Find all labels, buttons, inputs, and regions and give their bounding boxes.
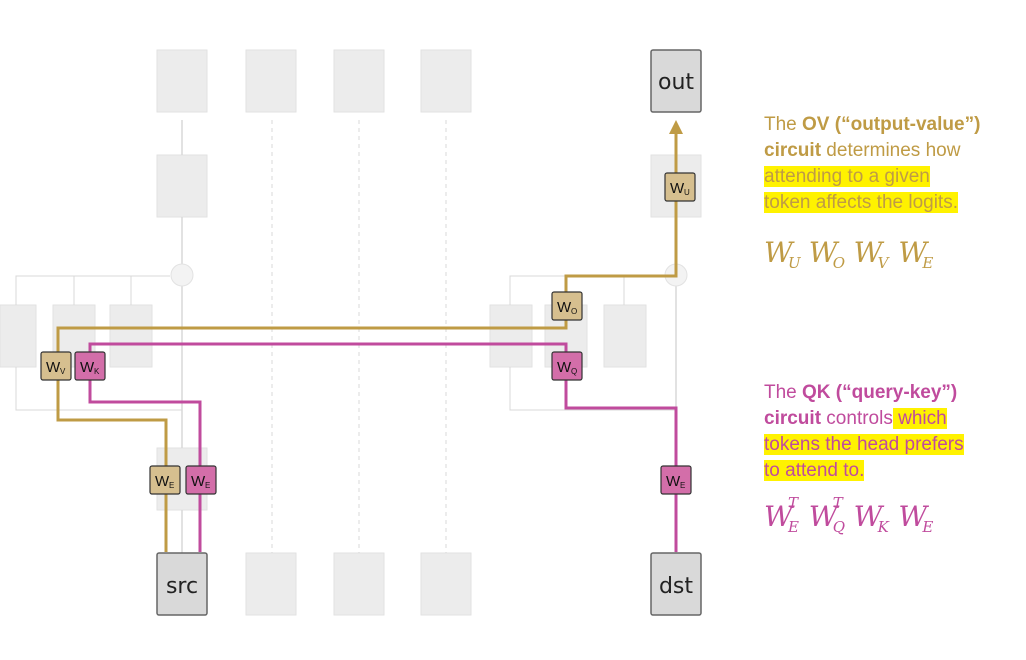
qk-highlight-3: to attend to. xyxy=(764,460,865,481)
ghost-add-node xyxy=(170,263,194,287)
token-label-src: src xyxy=(166,574,198,599)
ov-arrowhead xyxy=(669,120,683,134)
weight-subscript: Q xyxy=(571,367,577,376)
ghost-head-box xyxy=(109,304,153,368)
ghost-input-box xyxy=(245,552,297,616)
ghost-branch-line xyxy=(509,367,676,411)
weight-subscript: K xyxy=(94,367,100,376)
qk-path xyxy=(88,342,678,552)
weight-letter: W xyxy=(670,180,685,197)
ghost-input-box xyxy=(333,552,385,616)
circuit-paths xyxy=(56,120,683,552)
ov-path xyxy=(56,132,678,552)
ghost-output-box xyxy=(333,49,385,113)
token-box-out: out xyxy=(650,49,702,113)
ov-bold-circuit: circuit xyxy=(764,140,822,161)
token-label-out: out xyxy=(658,70,694,95)
weight-letter: W xyxy=(557,299,572,316)
weight-subscript: O xyxy=(571,307,577,316)
ghost-input-box xyxy=(420,552,472,616)
ov-circuit-description: The OV (“output-value”) circuit determin… xyxy=(764,112,1014,216)
ghost-output-box xyxy=(156,49,208,113)
ghost-head-box xyxy=(489,304,533,368)
weight-subscript: U xyxy=(684,188,690,197)
ov-rest: determines how xyxy=(821,140,961,161)
token-label-dst: dst xyxy=(659,574,693,599)
ov-prefix: The xyxy=(764,114,803,135)
qk-highlight-1: which xyxy=(892,408,947,429)
token-box-dst: dst xyxy=(650,552,702,616)
token-box-src: src xyxy=(156,552,208,616)
weight-subscript: V xyxy=(60,367,66,376)
qk-circuit-description: The QK (“query-key”) circuit controls wh… xyxy=(764,380,1014,484)
qk-highlight-2: tokens the head prefers xyxy=(764,434,964,455)
ov-highlight-2: token affects the logits. xyxy=(764,192,958,213)
ov-highlight-1: attending to a given xyxy=(764,166,930,187)
qk-bold-circuit: circuit xyxy=(764,408,822,429)
ghost-branch-line xyxy=(15,275,170,305)
ghost-head-box xyxy=(0,304,37,368)
ghost-branch-line xyxy=(509,275,664,305)
ghost-output-box xyxy=(245,49,297,113)
weight-letter: W xyxy=(155,473,170,490)
qk-prefix: The xyxy=(764,382,803,403)
weight-letter: W xyxy=(191,473,206,490)
ov-bold-title: OV (“output-value”) xyxy=(802,114,981,135)
weight-subscript: E xyxy=(205,481,210,490)
qk-bold-title: QK (“query-key”) xyxy=(802,382,958,403)
faded-background-architecture xyxy=(0,49,702,616)
weight-subscript: E xyxy=(680,481,685,490)
ghost-output-box xyxy=(420,49,472,113)
qk-rest: controls xyxy=(821,408,893,429)
ghost-mlp-box xyxy=(156,154,208,218)
ghost-branch-line xyxy=(15,367,182,411)
ghost-head-box xyxy=(603,304,647,368)
weight-letter: W xyxy=(80,359,95,376)
weight-letter: W xyxy=(557,359,572,376)
weight-subscript: E xyxy=(169,481,174,490)
weight-letter: W xyxy=(666,473,681,490)
weight-letter: W xyxy=(46,359,61,376)
